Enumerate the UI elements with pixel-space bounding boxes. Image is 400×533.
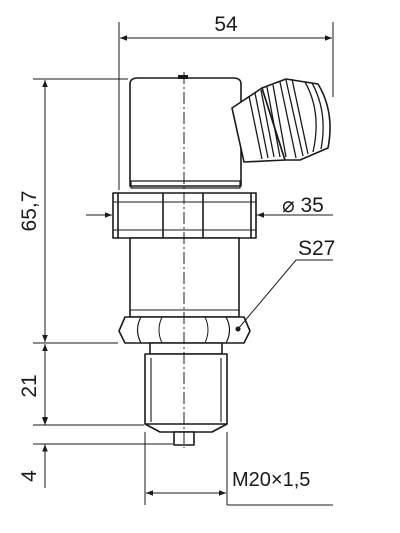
dim-height-label: 65,7 bbox=[18, 191, 41, 232]
sensor-housing bbox=[129, 75, 242, 189]
dim-width-label: 54 bbox=[214, 13, 238, 36]
dim-hex-label: S27 bbox=[298, 237, 335, 260]
hex-nut bbox=[118, 316, 251, 344]
hex-leader-dot bbox=[235, 326, 241, 332]
dim-thread-label: M20×1,5 bbox=[232, 469, 310, 491]
dim-tip-len-label: 4 bbox=[18, 470, 41, 482]
thread-m20 bbox=[144, 342, 228, 433]
dim-diameter-label: ⌀ 35 bbox=[282, 194, 324, 217]
dim-thread-len-label: 21 bbox=[18, 374, 41, 397]
cable-gland-connector bbox=[231, 78, 331, 163]
